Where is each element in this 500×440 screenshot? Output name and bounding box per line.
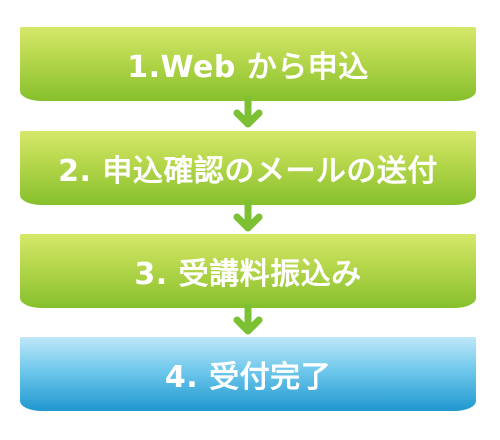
flow-step-4: 4. 受付完了 bbox=[20, 337, 476, 411]
flow-step-3-label: 3. 受講料振込み bbox=[134, 257, 362, 292]
flow-step-2: 2. 申込確認のメールの送付 bbox=[20, 131, 476, 205]
flow-step-1: 1.Web から申込 bbox=[20, 27, 476, 101]
arrow-down-icon bbox=[233, 96, 263, 128]
flow-step-3: 3. 受講料振込み bbox=[20, 234, 476, 308]
flow-step-2-label: 2. 申込確認のメールの送付 bbox=[58, 154, 438, 189]
flow-step-1-label: 1.Web から申込 bbox=[127, 50, 369, 85]
arrow-down-icon bbox=[233, 200, 263, 232]
flow-step-4-label: 4. 受付完了 bbox=[164, 360, 332, 395]
arrow-down-icon bbox=[233, 303, 263, 335]
